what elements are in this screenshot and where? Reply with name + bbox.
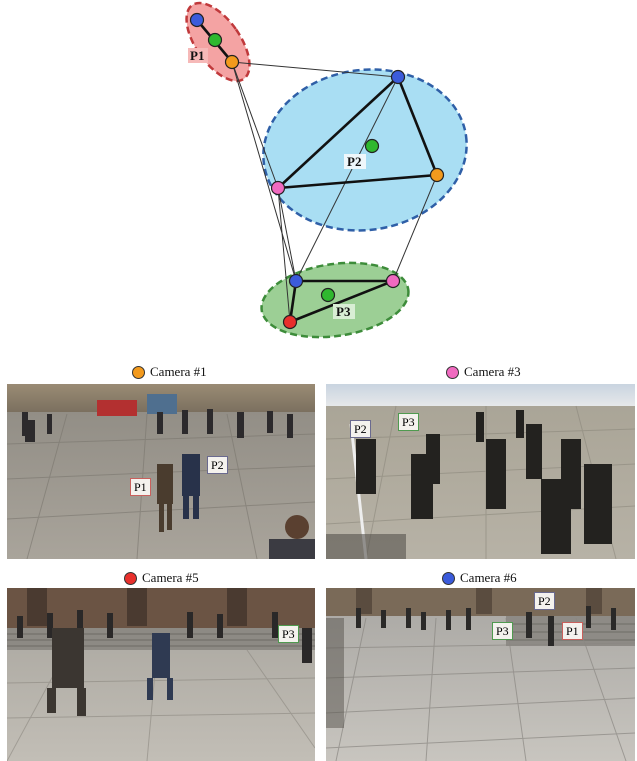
camera-3-title: Camera #3 [446, 364, 521, 380]
camera-3-photo: P2 P3 [326, 384, 635, 559]
camera-6-label: Camera #6 [460, 570, 517, 586]
camera-1-title: Camera #1 [132, 364, 207, 380]
camera-6-color-dot [442, 572, 455, 585]
camera-3-label: Camera #3 [464, 364, 521, 380]
camera-1-color-dot [132, 366, 145, 379]
camera-1-tag-p2: P2 [207, 456, 228, 474]
camera-1-tag-p1: P1 [130, 478, 151, 496]
camera-6-tag-p2: P2 [534, 592, 555, 610]
camera-5-color-dot [124, 572, 137, 585]
node-p1-green [209, 34, 222, 47]
camera-3-color-dot [446, 366, 459, 379]
camera-6-tag-p3: P3 [492, 622, 513, 640]
node-p3-pink [387, 275, 400, 288]
group-ellipse-p3 [257, 254, 414, 345]
graph-diagram: P1 P2 P3 [0, 0, 637, 345]
group-ellipse-p2 [253, 57, 477, 244]
node-p1-blue [191, 14, 204, 27]
camera-3-tag-p3: P3 [398, 413, 419, 431]
camera-3-tag-p2: P2 [350, 420, 371, 438]
camera-5-tag-p3: P3 [278, 625, 299, 643]
group-label-p3: P3 [336, 304, 351, 319]
camera-6-photo: P2 P3 P1 [326, 588, 635, 761]
node-p3-blue [290, 275, 303, 288]
camera-1-photo: P1 P2 [7, 384, 315, 559]
node-p3-green [322, 289, 335, 302]
group-label-p1: P1 [190, 48, 204, 63]
camera-5-photo: P3 [7, 588, 315, 761]
camera-5-label: Camera #5 [142, 570, 199, 586]
node-p1-orange [226, 56, 239, 69]
group-label-p2: P2 [347, 154, 361, 169]
node-p2-blue [392, 71, 405, 84]
node-p2-pink [272, 182, 285, 195]
camera-1-label: Camera #1 [150, 364, 207, 380]
node-p2-green [366, 140, 379, 153]
camera-6-tag-p1: P1 [562, 622, 583, 640]
camera-6-title: Camera #6 [442, 570, 517, 586]
camera-5-title: Camera #5 [124, 570, 199, 586]
node-p2-orange [431, 169, 444, 182]
node-p3-red [284, 316, 297, 329]
